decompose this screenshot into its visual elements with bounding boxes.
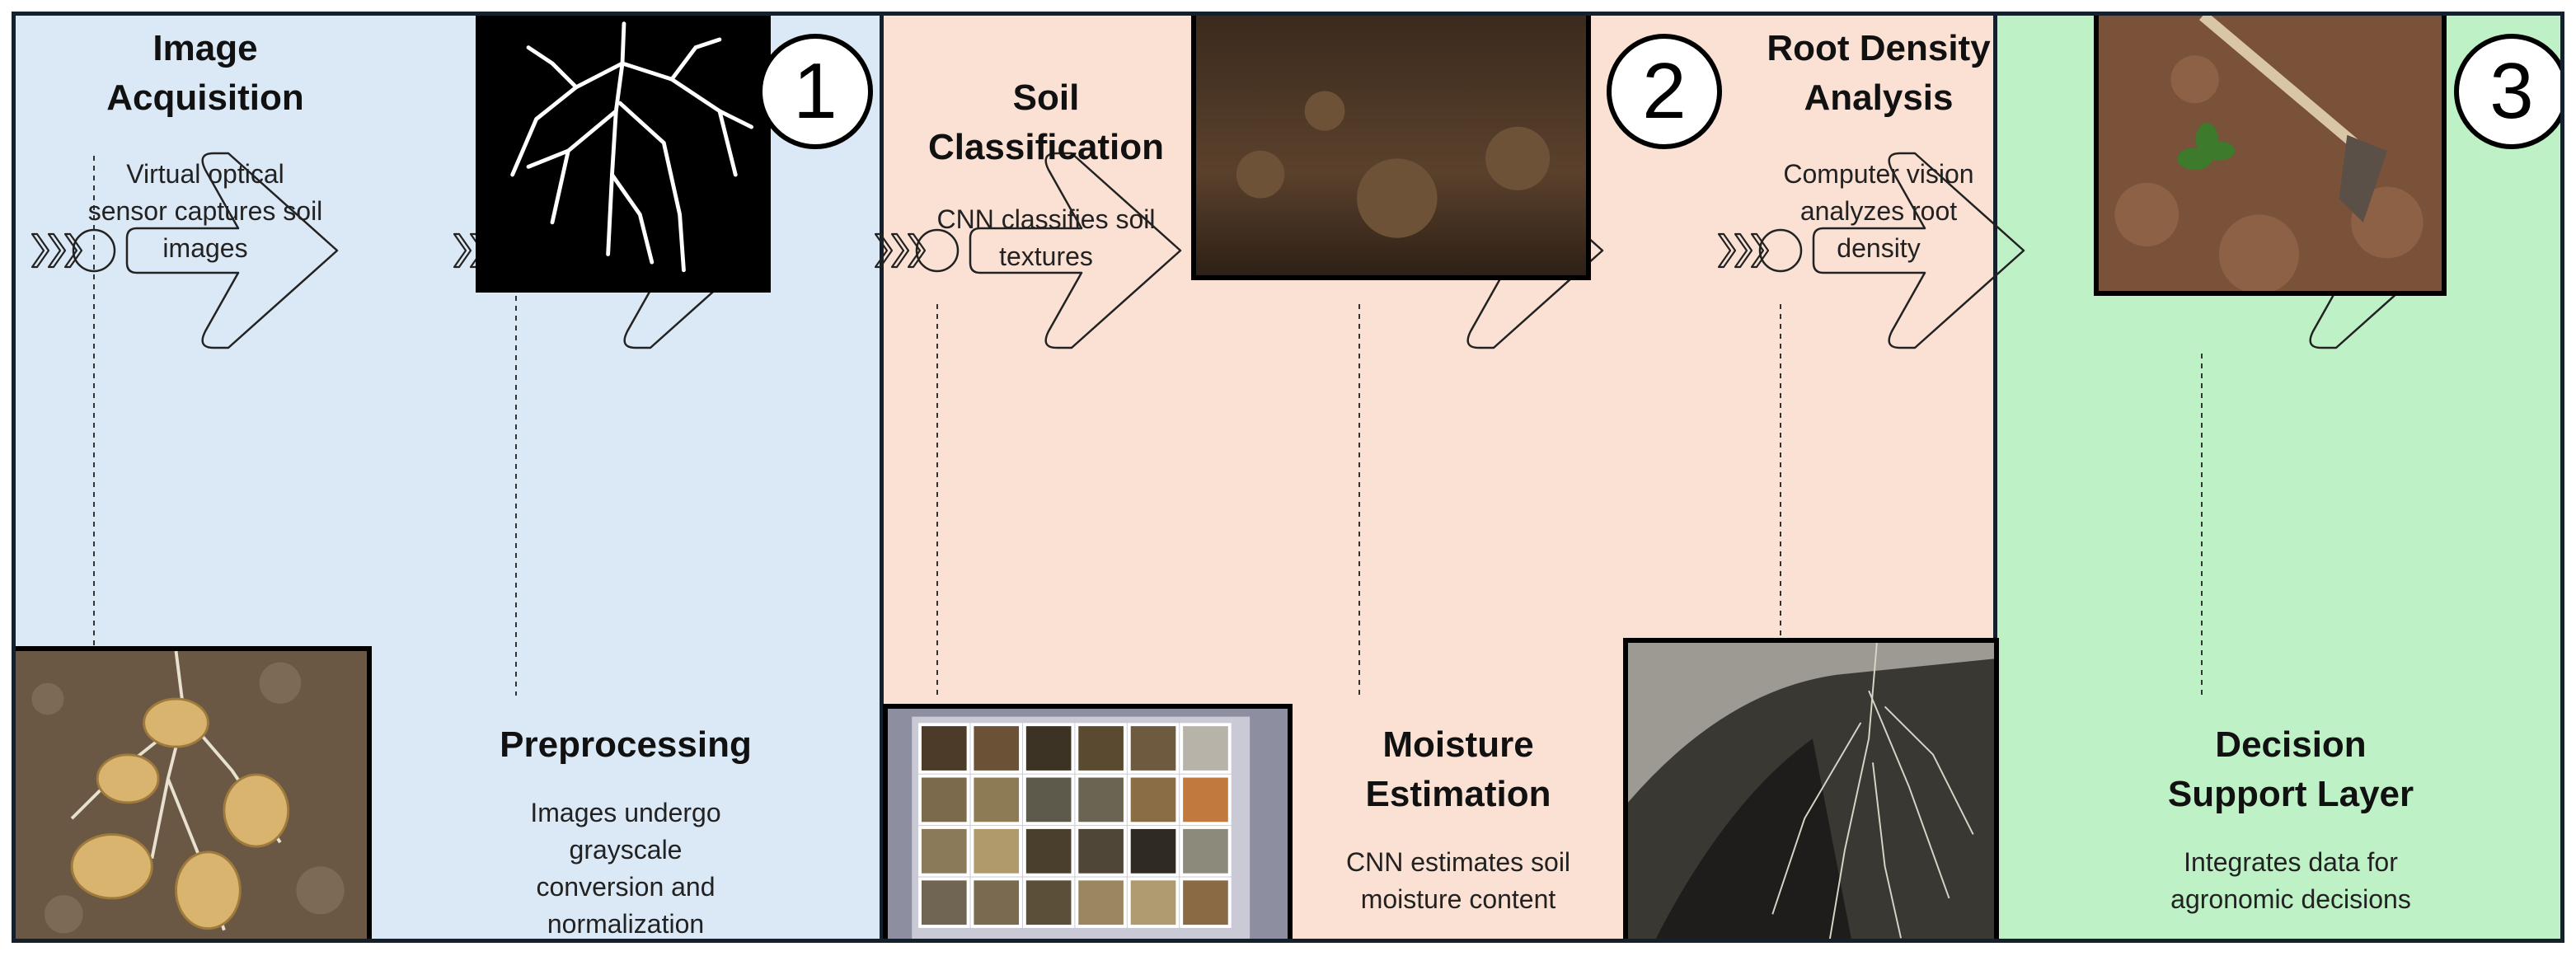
workflow-diagram: Image Acquisition Virtual optical sensor… xyxy=(12,12,2564,943)
step-title-image-acquisition: Image Acquisition xyxy=(106,28,304,118)
step-desc-decision-support: Integrates data for agronomic decisions xyxy=(2170,847,2411,914)
step-title-moisture-estimation: Moisture Estimation xyxy=(1365,724,1551,814)
chevron-icon xyxy=(47,232,67,269)
flow-arrow-icon xyxy=(1812,152,2025,349)
chevron-icon xyxy=(907,232,927,269)
chevron-icon xyxy=(30,232,50,269)
step-desc-preprocessing: Images undergo grayscale conversion and … xyxy=(530,798,721,939)
step-title-soil-classification: Soil Classification xyxy=(927,77,1165,167)
step-desc-image-acquisition: Virtual optical sensor captures soil ima… xyxy=(87,159,323,263)
step-title-root-density: Root Density Analysis xyxy=(1767,28,1991,118)
stage-number-badge-2: 2 xyxy=(1607,34,1722,149)
potato-plant-image xyxy=(16,646,372,939)
chevron-icon xyxy=(1717,232,1737,269)
step-title-preprocessing: Preprocessing xyxy=(500,724,752,765)
node-circle-root-density xyxy=(1758,228,1803,273)
roots-in-soil-image xyxy=(1623,638,1999,939)
flow-arrow-icon xyxy=(969,152,1182,349)
chevron-icon xyxy=(874,232,894,269)
chevron-icon xyxy=(63,232,83,269)
stage-number-badge-1: 1 xyxy=(758,34,873,149)
step-desc-soil-classification: CNN classifies soil textures xyxy=(936,204,1156,271)
stage-number-badge-3: 3 xyxy=(2454,34,2560,149)
soil-sample-tray-image xyxy=(883,704,1293,939)
hoe-in-field-image xyxy=(2094,16,2447,296)
node-circle-soil-classification xyxy=(915,228,960,273)
step-desc-moisture-estimation: CNN estimates soil moisture content xyxy=(1345,847,1571,914)
soil-closeup-image xyxy=(1191,16,1591,280)
binary-root-mask-image xyxy=(476,16,771,293)
chevron-icon xyxy=(1734,232,1753,269)
flow-arrow-icon xyxy=(125,152,339,349)
chevron-icon xyxy=(453,232,472,269)
node-circle-image-acquisition xyxy=(72,228,116,273)
step-title-decision-support: Decision Support Layer xyxy=(2167,724,2414,814)
chevron-icon xyxy=(890,232,910,269)
chevron-icon xyxy=(1750,232,1770,269)
step-desc-root-density: Computer vision analyzes root density xyxy=(1783,159,1974,263)
